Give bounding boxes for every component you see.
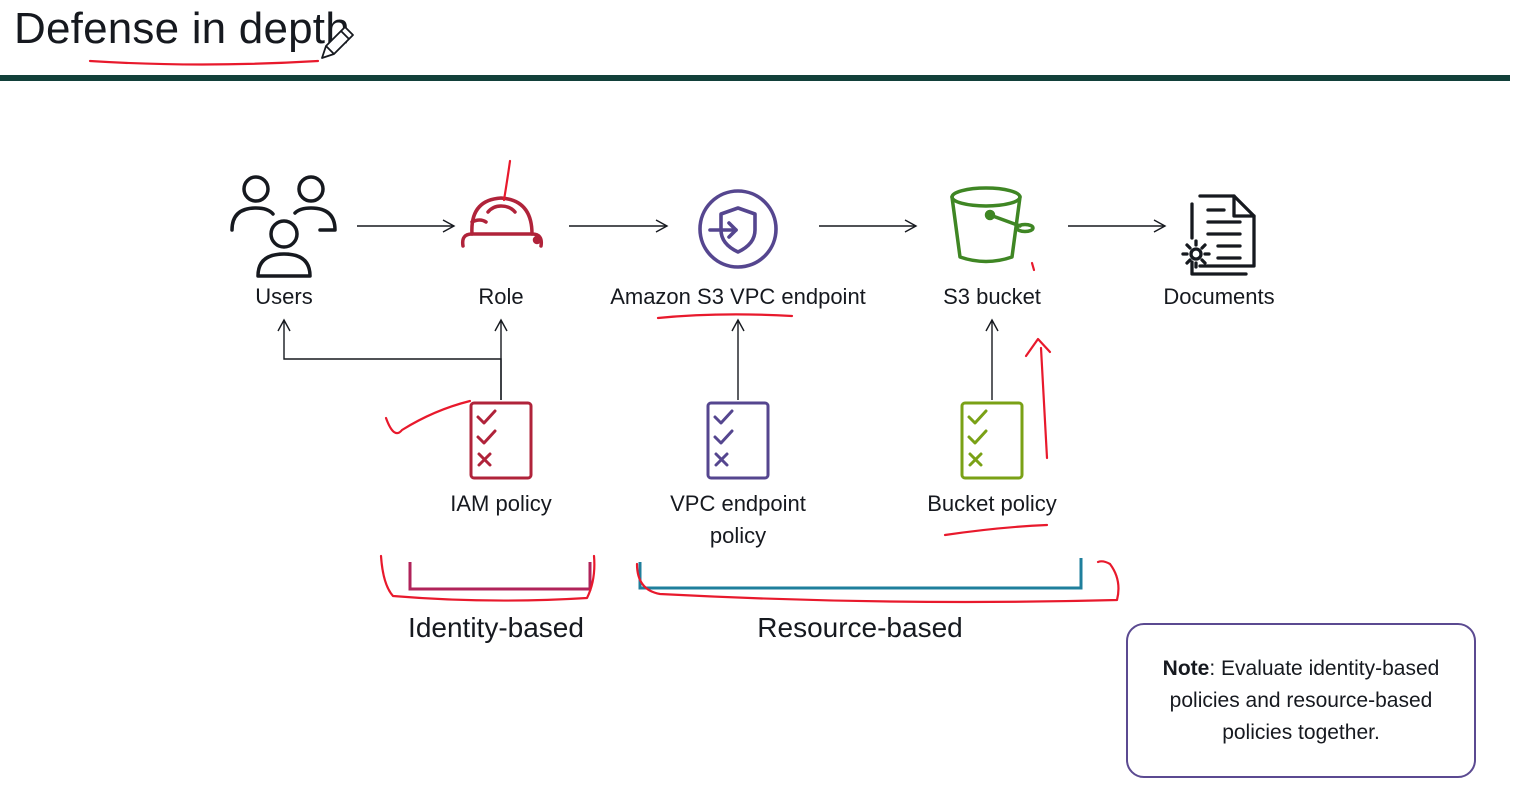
bucket-policy-icon: [960, 401, 1024, 480]
documents-label: Documents: [1163, 284, 1275, 309]
iam-policy-icon: [469, 401, 533, 480]
handwritten-annotations: [88, 59, 1120, 604]
bucket-policy-label: Bucket policy: [927, 491, 1057, 516]
title-underline-rule: [0, 75, 1510, 81]
endpoint-label: Amazon S3 VPC endpoint: [610, 284, 866, 309]
note-bold-label: Note: [1162, 656, 1210, 680]
vpc-endpoint-policy-label-line1: VPC endpoint: [670, 491, 806, 516]
note-body: : Evaluate identity-based policies and r…: [1169, 656, 1440, 744]
identity-based-bracket: [408, 562, 592, 591]
users-label: Users: [255, 284, 313, 309]
connector-iam-to-users: [277, 318, 502, 400]
vpc-endpoint-policy-icon: [706, 401, 770, 480]
bucket-label: S3 bucket: [943, 284, 1041, 309]
vpc-endpoint-icon: [698, 189, 778, 269]
role-label: Role: [478, 284, 524, 309]
resource-based-bracket: [638, 558, 1083, 590]
resource-based-label: Resource-based: [757, 612, 963, 643]
users-icon: [230, 175, 337, 278]
hard-hat-icon: [460, 196, 544, 248]
note-box: Note: Evaluate identity-based policies a…: [1126, 623, 1476, 778]
vpc-endpoint-policy-label-line2: policy: [709, 523, 767, 548]
bucket-icon: [950, 186, 1035, 264]
pencil-cursor-icon: [321, 26, 354, 59]
documents-icon: [1181, 194, 1256, 276]
page-title: Defense in depth: [14, 4, 350, 53]
iam-policy-label: IAM policy: [450, 491, 552, 516]
identity-based-label: Identity-based: [408, 612, 584, 643]
note-text: Note: Evaluate identity-based policies a…: [1146, 653, 1456, 749]
